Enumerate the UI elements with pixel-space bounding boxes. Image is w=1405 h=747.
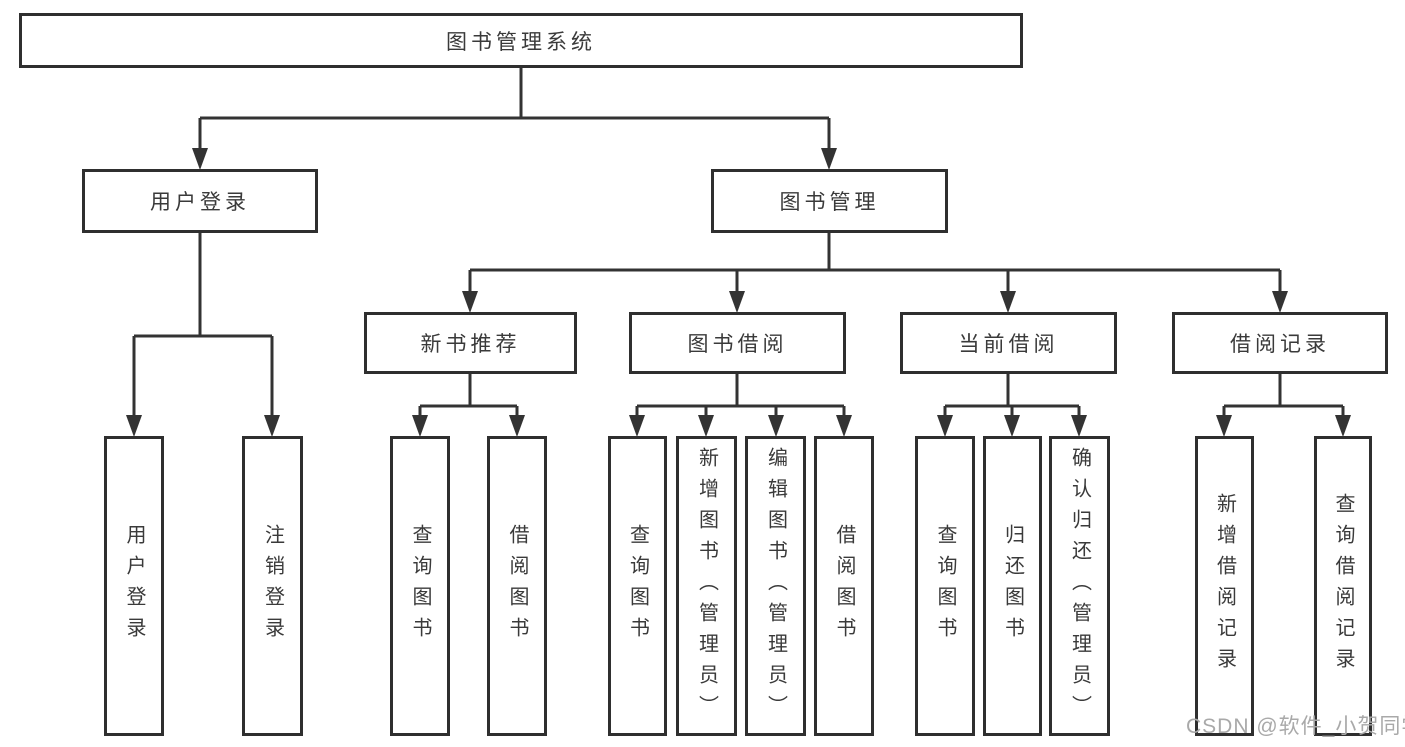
leaf-query-borrow-record: 查询借阅记录 xyxy=(1314,436,1372,736)
arrowhead-icon xyxy=(1216,415,1232,437)
arrowhead-icon xyxy=(629,415,645,437)
arrowhead-icon xyxy=(509,415,525,437)
arrowhead-icon xyxy=(1000,291,1016,313)
leaf-recommend-borrow-books: 借阅图书 xyxy=(487,436,547,736)
arrowhead-icon xyxy=(836,415,852,437)
arrowhead-icon xyxy=(264,415,280,437)
arrowhead-icon xyxy=(1004,415,1020,437)
arrowhead-icon xyxy=(729,291,745,313)
node-book-management: 图书管理 xyxy=(711,169,948,233)
leaf-add-books-admin: 新增图书（管理员） xyxy=(676,436,737,736)
node-book-borrowing: 图书借阅 xyxy=(629,312,846,374)
arrowhead-icon xyxy=(1071,415,1087,437)
arrowhead-icon xyxy=(937,415,953,437)
leaf-user-login: 用户登录 xyxy=(104,436,164,736)
leaf-confirm-return-admin: 确认归还（管理员） xyxy=(1049,436,1110,736)
node-user-login: 用户登录 xyxy=(82,169,318,233)
node-current-borrowing: 当前借阅 xyxy=(900,312,1117,374)
leaf-logout: 注销登录 xyxy=(242,436,303,736)
arrowhead-icon xyxy=(412,415,428,437)
leaf-borrowing-query-books: 查询图书 xyxy=(608,436,667,736)
leaf-borrowing-borrow-books: 借阅图书 xyxy=(814,436,874,736)
arrowhead-icon xyxy=(192,148,208,170)
arrowhead-icon xyxy=(768,415,784,437)
leaf-current-query-books: 查询图书 xyxy=(915,436,975,736)
arrowhead-icon xyxy=(126,415,142,437)
leaf-add-borrow-record: 新增借阅记录 xyxy=(1195,436,1254,736)
arrowhead-icon xyxy=(821,148,837,170)
csdn-watermark: CSDN @软件_小贺同学 xyxy=(1186,715,1405,738)
arrowhead-icon xyxy=(1272,291,1288,313)
leaf-recommend-query-books: 查询图书 xyxy=(390,436,450,736)
node-borrowing-records: 借阅记录 xyxy=(1172,312,1388,374)
node-new-book-recommendation: 新书推荐 xyxy=(364,312,577,374)
arrowhead-icon xyxy=(462,291,478,313)
node-library-management-system: 图书管理系统 xyxy=(19,13,1023,68)
arrowhead-icon xyxy=(698,415,714,437)
leaf-return-books: 归还图书 xyxy=(983,436,1042,736)
leaf-edit-books-admin: 编辑图书（管理员） xyxy=(745,436,806,736)
arrowhead-icon xyxy=(1335,415,1351,437)
